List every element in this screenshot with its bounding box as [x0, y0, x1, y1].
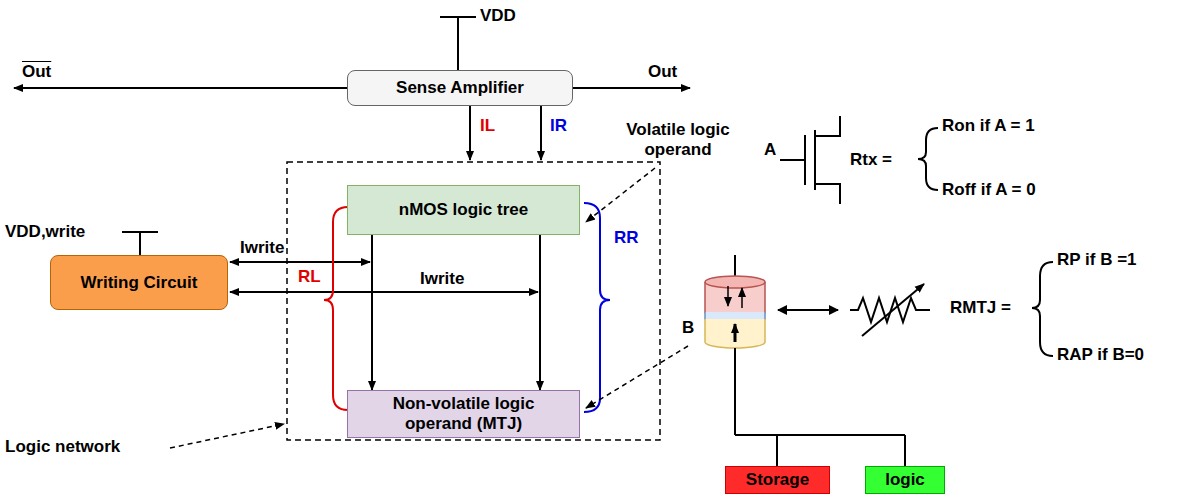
- drawing-stroke: [727, 286, 729, 306]
- logic-box: logic: [865, 466, 945, 494]
- writing-circuit-box: Writing Circuit: [50, 255, 228, 310]
- mtj-symbol: [705, 255, 905, 466]
- drawing-stroke: [741, 288, 743, 308]
- connector-arrow: [371, 235, 373, 390]
- drawing-stroke: [324, 207, 348, 410]
- drawing-stroke: [778, 309, 838, 311]
- text-label: VDD: [480, 6, 516, 26]
- text-label: B: [682, 318, 694, 338]
- text-label: Ron if A = 1: [942, 116, 1035, 136]
- text-label: IR: [550, 116, 567, 136]
- text-label: RMTJ =: [950, 298, 1011, 318]
- text-label: IL: [480, 116, 495, 136]
- text-label: Logic network: [5, 437, 120, 457]
- drawing-stroke: [584, 203, 610, 412]
- text-label: VDD,write: [5, 222, 85, 242]
- drawing-stroke: [230, 261, 370, 263]
- drawing-stroke: [734, 255, 736, 278]
- node-text: nMOS logic tree: [399, 200, 528, 220]
- text-label: RAP if B=0: [1057, 345, 1144, 365]
- text-label: Out: [22, 62, 51, 82]
- drawing-stroke: [814, 130, 816, 190]
- drawing-stroke: [918, 128, 938, 190]
- drawing-stroke: [815, 116, 840, 136]
- drawing-stroke: [776, 435, 778, 466]
- drawing-stroke: [14, 87, 347, 89]
- drawing-stroke: [457, 17, 459, 70]
- drawing-stroke: [230, 291, 538, 293]
- drawing-stroke: [573, 87, 690, 89]
- drawing-stroke: [469, 106, 471, 160]
- text-label: RL: [297, 267, 322, 287]
- text-label: RP if B =1: [1057, 250, 1137, 270]
- drawing-stroke: [735, 434, 777, 436]
- text-label: Rtx =: [850, 150, 892, 170]
- drawing-stroke: [705, 276, 765, 288]
- drawing-stroke: [850, 298, 930, 322]
- storage-box: Storage: [725, 466, 830, 494]
- leader-lines: [170, 168, 688, 448]
- drawing-stroke: [815, 184, 840, 204]
- drawing-stroke: [862, 284, 924, 336]
- transistor-symbol: [780, 116, 840, 204]
- node-text: logic: [885, 470, 925, 490]
- drawing-stroke: [139, 232, 141, 255]
- text-label: Volatile logic operand: [598, 120, 758, 159]
- node-text: Sense Amplifier: [396, 78, 524, 98]
- node-text: Writing Circuit: [81, 273, 198, 293]
- drawing-stroke: [904, 435, 906, 466]
- text-label: A: [764, 140, 776, 160]
- drawing-stroke: [586, 346, 688, 408]
- mtj-operand-box: Non-volatile logic operand (MTJ): [347, 390, 580, 438]
- text-label: Iwrite: [240, 238, 284, 258]
- resistor-symbol: [778, 284, 930, 336]
- drawing-stroke: [780, 159, 805, 161]
- node-text: Storage: [746, 470, 809, 490]
- drawing-stroke: [586, 168, 655, 222]
- drawing-stroke: [170, 424, 284, 448]
- text-label: RR: [614, 228, 639, 248]
- drawing-stroke: [777, 434, 905, 436]
- drawing-stroke: [804, 135, 806, 185]
- drawing-stroke: [734, 348, 736, 435]
- logic-tree-box: nMOS logic tree: [347, 185, 580, 235]
- text-label: Out: [648, 62, 677, 82]
- drawing-stroke: [1032, 262, 1053, 356]
- drawing-stroke: [705, 319, 765, 348]
- logic-network-outline: [287, 162, 660, 440]
- connector-arrow: [539, 235, 541, 390]
- text-label: Roff if A = 0: [942, 180, 1036, 200]
- sense-amplifier-box: Sense Amplifier: [347, 70, 573, 106]
- brackets: [324, 128, 1053, 412]
- text-label: Iwrite: [420, 269, 464, 289]
- drawing-stroke: [540, 106, 542, 160]
- drawing-stroke: [734, 324, 737, 342]
- node-text: Non-volatile logic operand (MTJ): [364, 394, 564, 433]
